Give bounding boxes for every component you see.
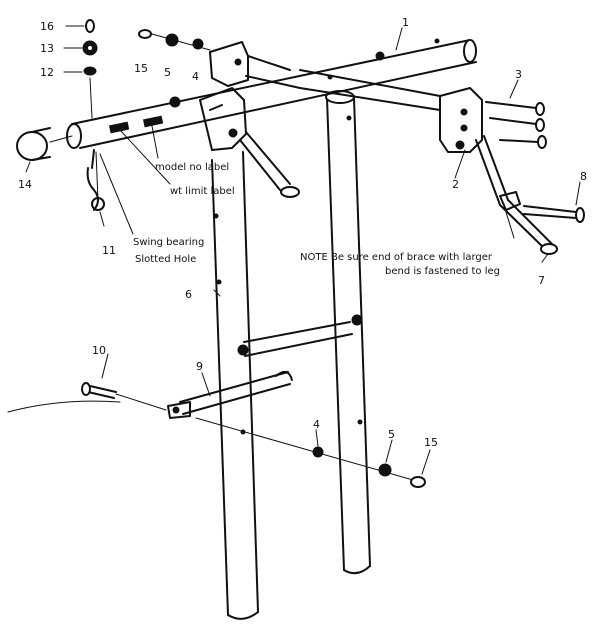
callout-1: 1 <box>402 16 409 29</box>
bolt-10 <box>81 382 117 399</box>
rear-diagonal-brace <box>475 135 558 255</box>
callout-15-bottom: 15 <box>424 436 438 449</box>
swing-hanger-11 <box>86 149 105 211</box>
bolts-3 <box>485 101 547 149</box>
callout-12: 12 <box>40 66 54 79</box>
callout-5-top: 5 <box>164 66 171 79</box>
rear-top-bracket <box>209 41 301 89</box>
note-line-2: bend is fastened to leg <box>385 266 500 277</box>
callout-5-bottom: 5 <box>388 428 395 441</box>
callout-14: 14 <box>18 178 32 191</box>
callout-11: 11 <box>102 244 116 257</box>
swing-bearing-text: Swing bearing <box>133 237 204 248</box>
callout-4-top: 4 <box>192 70 199 83</box>
rear-bracket-2 <box>299 69 483 153</box>
callout-9: 9 <box>196 360 203 373</box>
callout-7: 7 <box>538 274 545 287</box>
note-line-1: NOTE Be sure end of brace with larger <box>300 252 493 263</box>
upper-cross-brace <box>237 314 363 357</box>
model-no-label-text: model no label <box>155 162 229 173</box>
hardware-stack <box>82 19 98 119</box>
leg-hole-marks <box>213 115 363 435</box>
callout-8: 8 <box>580 170 587 183</box>
wt-limit-label-text: wt limit label <box>170 186 235 197</box>
assembly-line-lower <box>115 393 421 483</box>
callout-13: 13 <box>40 42 54 55</box>
end-cap-line <box>49 135 73 143</box>
callout-4-bottom: 4 <box>313 418 320 431</box>
wt-limit-label-plate <box>108 121 130 134</box>
front-bracket <box>199 87 247 151</box>
leader-lines <box>25 25 581 475</box>
model-no-label-plate <box>142 115 164 128</box>
lower-nut-5 <box>378 463 392 477</box>
callout-15-top: 15 <box>134 62 148 75</box>
callout-2: 2 <box>452 178 459 191</box>
callout-10: 10 <box>92 344 106 357</box>
rear-leg <box>325 90 371 575</box>
lower-brace <box>167 370 293 419</box>
lower-washer-4 <box>312 446 324 458</box>
callout-3: 3 <box>515 68 522 81</box>
callout-16: 16 <box>40 20 54 33</box>
slotted-hole-text: Slotted Hole <box>135 254 196 265</box>
end-cap-14 <box>16 127 51 161</box>
front-leg <box>211 151 259 620</box>
callout-6: 6 <box>185 288 192 301</box>
front-diagonal-brace <box>239 131 300 198</box>
lower-cap-15 <box>410 476 426 488</box>
top-hardware <box>138 29 211 51</box>
ground-stroke <box>7 400 121 413</box>
bolt-8 <box>523 205 585 223</box>
top-bar <box>66 38 477 149</box>
